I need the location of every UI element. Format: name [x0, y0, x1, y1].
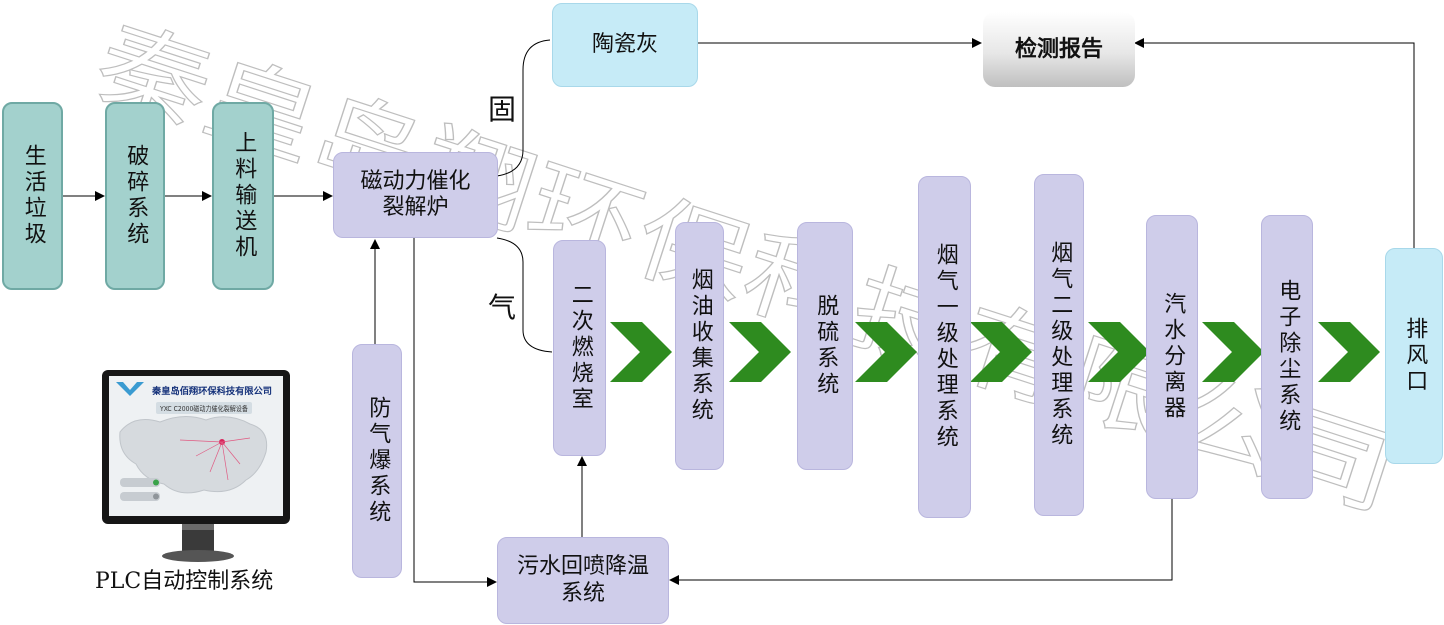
screen-product: YXC C2000磁动力催化裂解设备	[159, 404, 248, 413]
node-desulfurization: 脱硫系统	[797, 222, 853, 470]
node-garbage: 生活垃圾	[2, 102, 63, 290]
screen-button-1	[120, 478, 160, 487]
node-crusher: 破碎系统	[105, 102, 165, 290]
brace-solid	[496, 39, 551, 177]
chevron-2	[729, 322, 791, 382]
node-steam-separator: 汽水分离器	[1146, 215, 1198, 499]
monitor-neck-highlight	[182, 524, 214, 530]
screen-button-2-led	[153, 493, 159, 500]
node-ceramic-ash: 陶瓷灰	[552, 3, 698, 87]
map-route-lines	[179, 437, 251, 481]
chevron-3	[855, 322, 917, 382]
map-outline-icon	[119, 416, 268, 494]
logo-icon	[116, 382, 144, 396]
label-gas: 气	[488, 291, 517, 324]
screen-product-badge	[156, 402, 252, 414]
plc-monitor: 秦皇岛佰翔环保科技有限公司 YXC C2000磁动力催化裂解设备	[102, 370, 290, 524]
node-flue-stage2: 烟气二级处理系统	[1034, 174, 1084, 516]
node-flue-stage1: 烟气一级处理系统	[918, 176, 971, 518]
plc-caption: PLC自动控制系统	[95, 569, 274, 594]
node-explosion-proof: 防气爆系统	[352, 344, 402, 578]
arrow-exhaust-report	[1134, 38, 1415, 248]
screen-button-1-led	[153, 479, 159, 486]
node-exhaust: 排风口	[1385, 248, 1443, 464]
node-feeder: 上料输送机	[212, 102, 274, 290]
label-solid: 固	[488, 93, 517, 126]
node-reactor: 磁动力催化裂解炉	[333, 152, 498, 238]
chevron-4	[970, 322, 1032, 382]
node-report: 检测报告	[983, 12, 1135, 87]
chevron-6	[1202, 322, 1264, 382]
monitor-stand	[162, 524, 234, 562]
chevron-7	[1318, 322, 1380, 382]
monitor-base	[162, 550, 234, 562]
screen-company: 秦皇岛佰翔环保科技有限公司	[151, 385, 272, 397]
chevron-1	[610, 322, 672, 382]
screen-button-2	[120, 492, 160, 501]
brace-gas	[496, 237, 553, 353]
node-secondary-chamber: 二次燃烧室	[553, 240, 606, 456]
node-esp: 电子除尘系统	[1261, 215, 1313, 499]
arrow-separator-spray	[669, 499, 1173, 585]
chevron-5	[1088, 322, 1150, 382]
node-oil-collection: 烟油收集系统	[675, 222, 724, 470]
node-spray-cooling: 污水回喷降温系统	[497, 537, 669, 624]
arrow-reactor-spray	[413, 238, 497, 587]
flow-chevrons	[610, 322, 1380, 382]
